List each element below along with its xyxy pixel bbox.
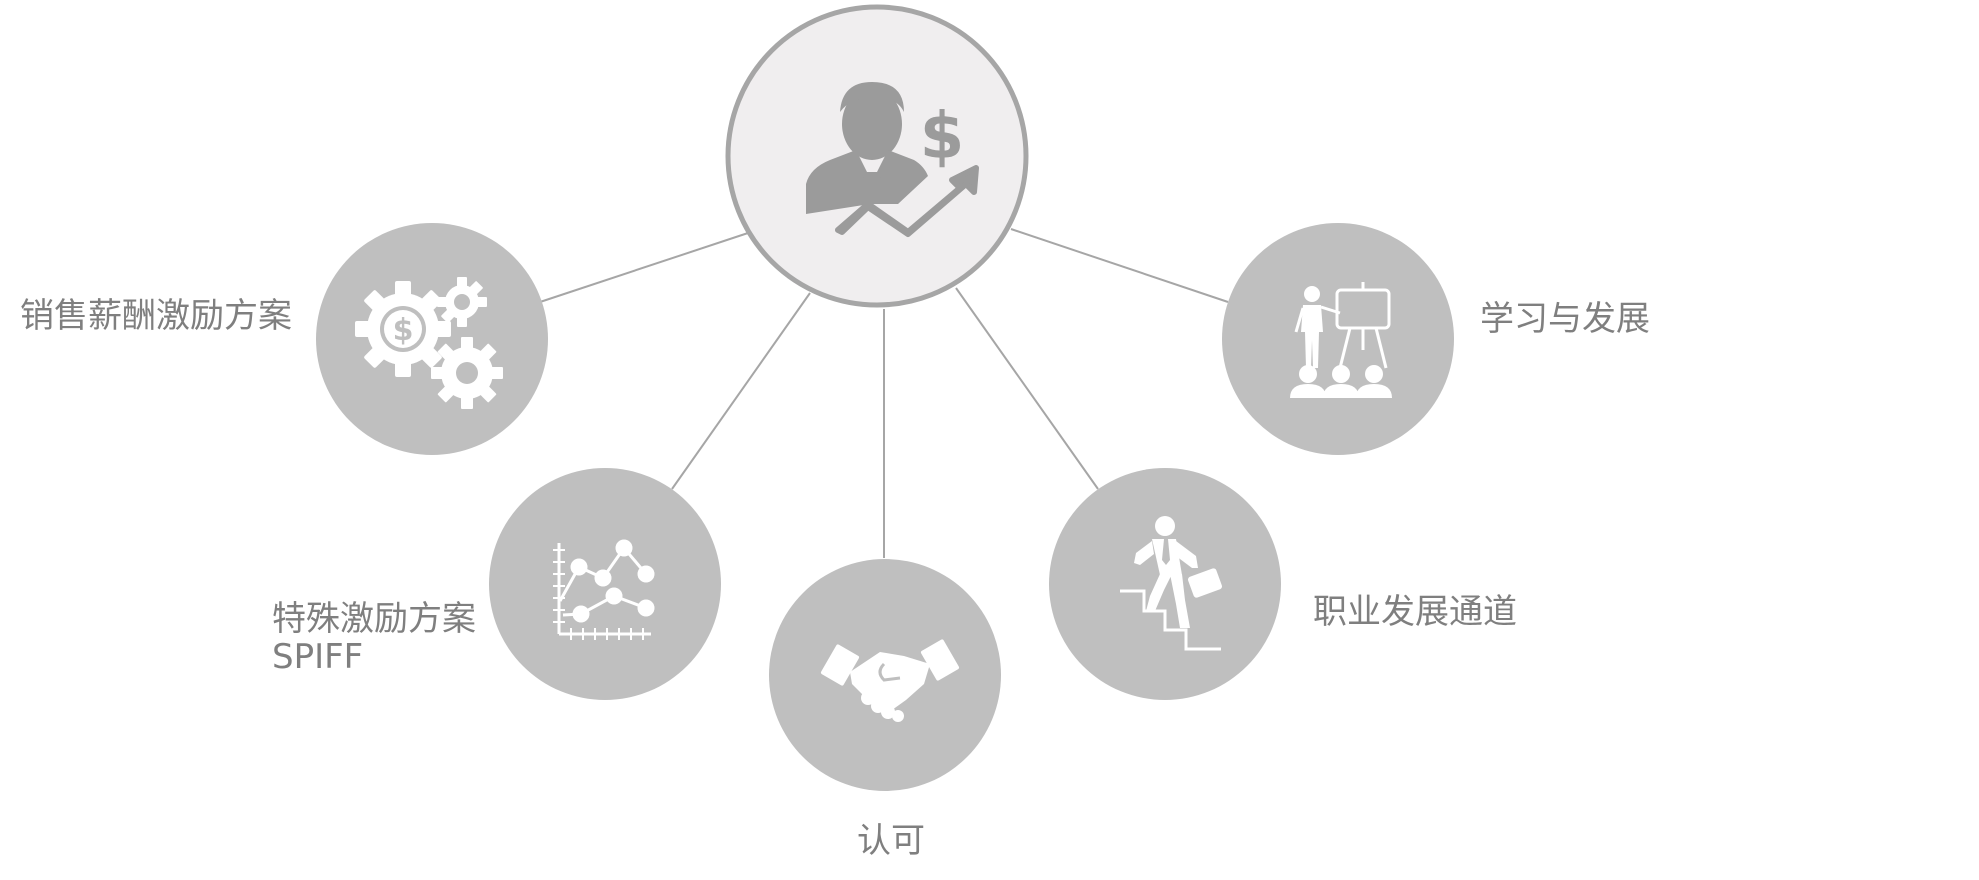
connector-career-path xyxy=(955,287,1099,490)
node-sales-compensation: $ xyxy=(316,223,548,455)
climbing-stairs-businessman-icon xyxy=(1120,516,1223,651)
node-career-path xyxy=(1049,468,1281,700)
center-node: $ xyxy=(725,4,1029,308)
label-special-incentive-line2: SPIFF xyxy=(272,637,364,677)
label-special-incentive-line1: 特殊激励方案 xyxy=(272,599,476,639)
node-learning-development xyxy=(1222,223,1454,455)
gears-dollar-icon: $ xyxy=(355,277,503,409)
node-special-incentive xyxy=(489,468,721,700)
label-sales-compensation: 销售薪酬激励方案 xyxy=(20,296,292,336)
handshake-icon xyxy=(820,639,960,722)
presentation-training-icon xyxy=(1290,282,1392,398)
connector-special-incentive xyxy=(671,292,811,490)
connector-sales-compensation xyxy=(539,232,749,303)
line-chart-icon xyxy=(553,539,655,640)
label-recognition: 认可 xyxy=(857,821,925,861)
label-learning-development: 学习与发展 xyxy=(1480,299,1650,339)
node-recognition xyxy=(769,559,1001,791)
businessman-dollar-growth-icon: $ xyxy=(806,82,979,237)
svg-text:$: $ xyxy=(920,100,965,174)
label-career-path: 职业发展通道 xyxy=(1313,592,1517,632)
connectors xyxy=(539,228,1229,558)
svg-text:$: $ xyxy=(393,313,414,348)
label-special-incentive: 特殊激励方案 SPIFF xyxy=(272,600,476,676)
connector-learning-development xyxy=(1010,228,1229,303)
